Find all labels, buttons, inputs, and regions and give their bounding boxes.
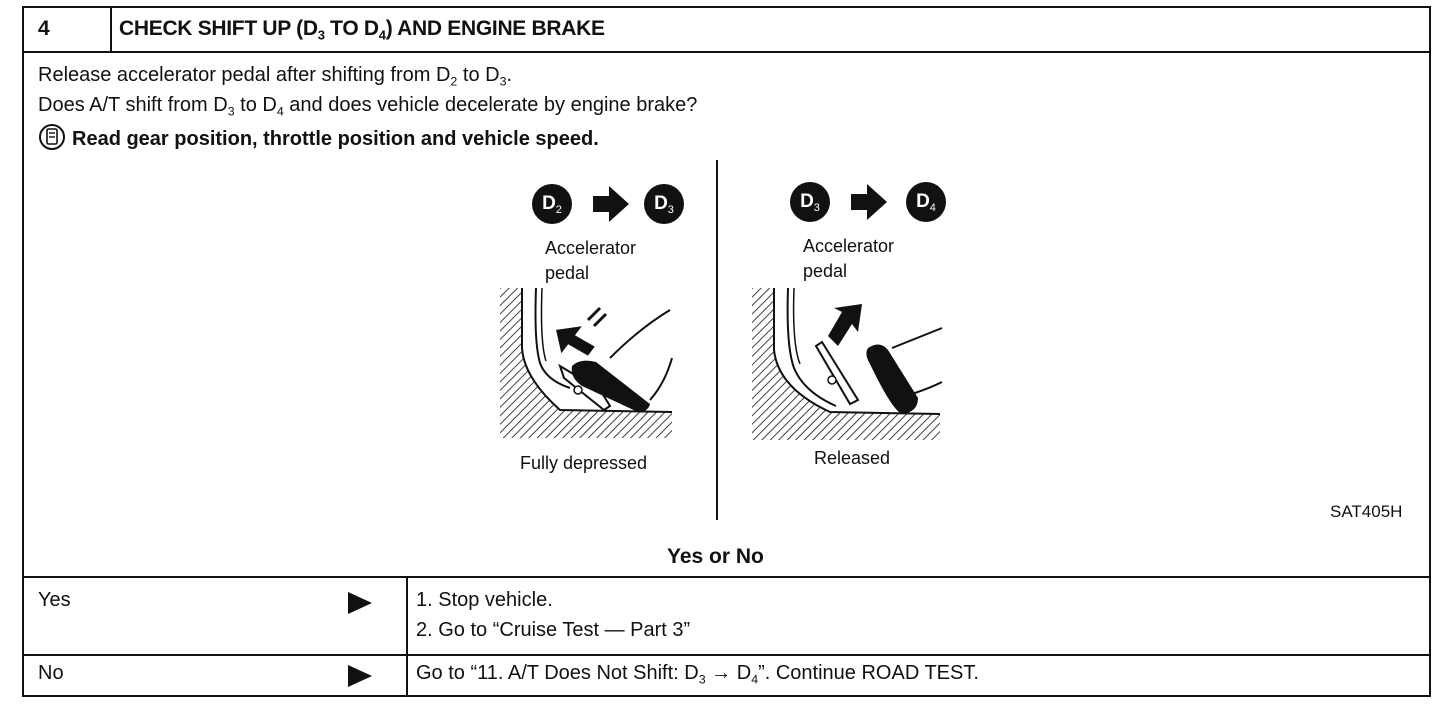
gear-d3-badge: D3 [790, 182, 830, 222]
caption-fully-depressed: Fully depressed [520, 453, 648, 473]
gear-d4-badge: D4 [906, 182, 946, 222]
figure-code: SAT405H [1330, 502, 1403, 521]
question-divider [22, 576, 1431, 578]
shift-arrow-icon [851, 184, 887, 220]
answers-divider [22, 654, 1431, 656]
header-divider [22, 51, 1431, 53]
consult-tester-icon [39, 124, 65, 150]
answer-yes-action-1: 1. Stop vehicle. [416, 589, 553, 611]
pedal-released-illustration [752, 287, 943, 440]
answer-yes-action-2: 2. Go to “Cruise Test — Part 3” [416, 619, 691, 641]
instruction-line-1: Release accelerator pedal after shifting… [38, 64, 513, 89]
pointer-arrow-icon [348, 592, 372, 614]
step-title: CHECK SHIFT UP (D3 TO D4) AND ENGINE BRA… [119, 17, 605, 43]
step-number: 4 [38, 17, 50, 40]
figure-divider [716, 160, 718, 520]
instruction-line-3: Read gear position, throttle position an… [38, 123, 599, 151]
step-number-divider [110, 6, 112, 52]
answer-column-divider [406, 577, 408, 697]
gear-d2-badge: D2 [532, 184, 572, 224]
answer-yes-label: Yes [38, 589, 71, 611]
check-table [22, 6, 1431, 697]
pedal-fully-depressed-illustration [500, 287, 673, 438]
question-label: Yes or No [667, 545, 764, 568]
instruction-line-2: Does A/T shift from D3 to D4 and does ve… [38, 94, 698, 119]
caption-released: Released [814, 448, 891, 468]
answer-no-action: Go to “11. A/T Does Not Shift: D3 → D4”.… [416, 662, 979, 687]
pointer-arrow-icon [348, 665, 372, 687]
shift-arrow-icon [593, 186, 629, 222]
answer-no-label: No [38, 662, 64, 684]
gear-d3-badge: D3 [644, 184, 684, 224]
